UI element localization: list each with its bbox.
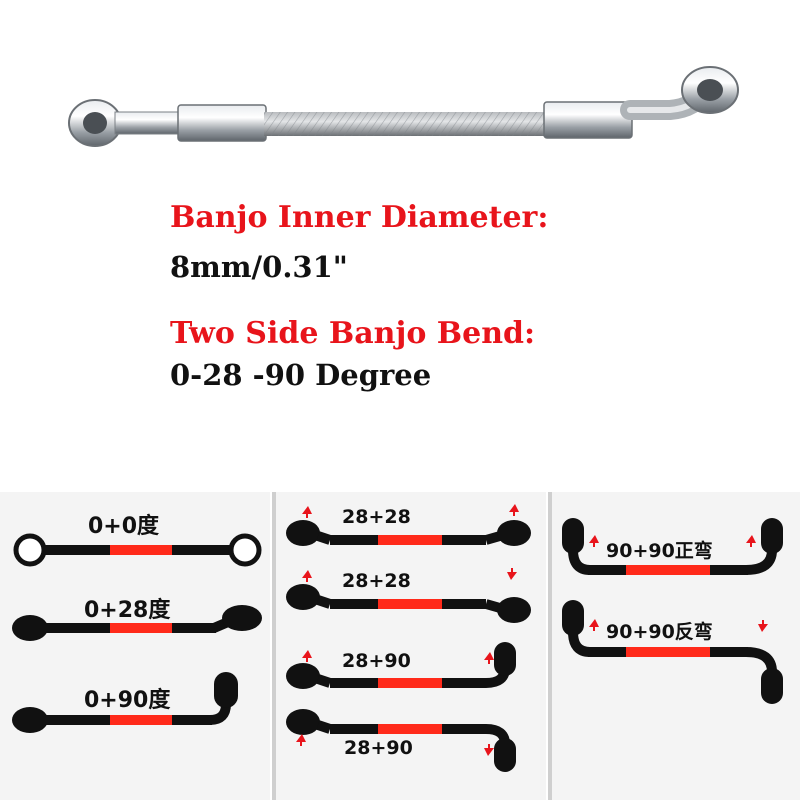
diagram-label-28-90-b: 28+90 (344, 737, 413, 759)
diagram-label-28-28-b: 28+28 (342, 570, 411, 592)
diagram-label-28-90-a: 28+90 (342, 650, 411, 672)
hose-photo (68, 66, 739, 147)
diagram-28-90-b (286, 709, 516, 772)
inner-diameter-label: Banjo Inner Diameter: (170, 200, 549, 235)
panel-divider (548, 492, 552, 800)
diagram-90-90-same (562, 518, 783, 575)
diagram-28-28-a (286, 520, 531, 546)
diagram-90-90-opposite (562, 600, 783, 704)
bend-direction-arrows (296, 504, 768, 756)
diagram-label-0-28: 0+28度 (84, 598, 171, 623)
diagram-label-90-90-same: 90+90正弯 (606, 540, 713, 562)
diagram-label-90-90-opposite: 90+90反弯 (606, 621, 713, 643)
bend-value: 0-28 -90 Degree (170, 358, 432, 392)
diagram-label-0-0: 0+0度 (88, 514, 160, 539)
bend-label: Two Side Banjo Bend: (170, 316, 536, 351)
diagram-28-28-b (286, 584, 531, 623)
panel-divider (272, 492, 276, 800)
diagram-0-28 (12, 605, 262, 641)
inner-diameter-value: 8mm/0.31" (170, 250, 348, 284)
diagram-label-28-28-a: 28+28 (342, 506, 411, 528)
diagram-label-0-90: 0+90度 (84, 688, 171, 713)
diagram-0-0 (13, 533, 262, 567)
diagram-0-90 (12, 672, 238, 733)
diagram-28-90-a (286, 642, 516, 689)
